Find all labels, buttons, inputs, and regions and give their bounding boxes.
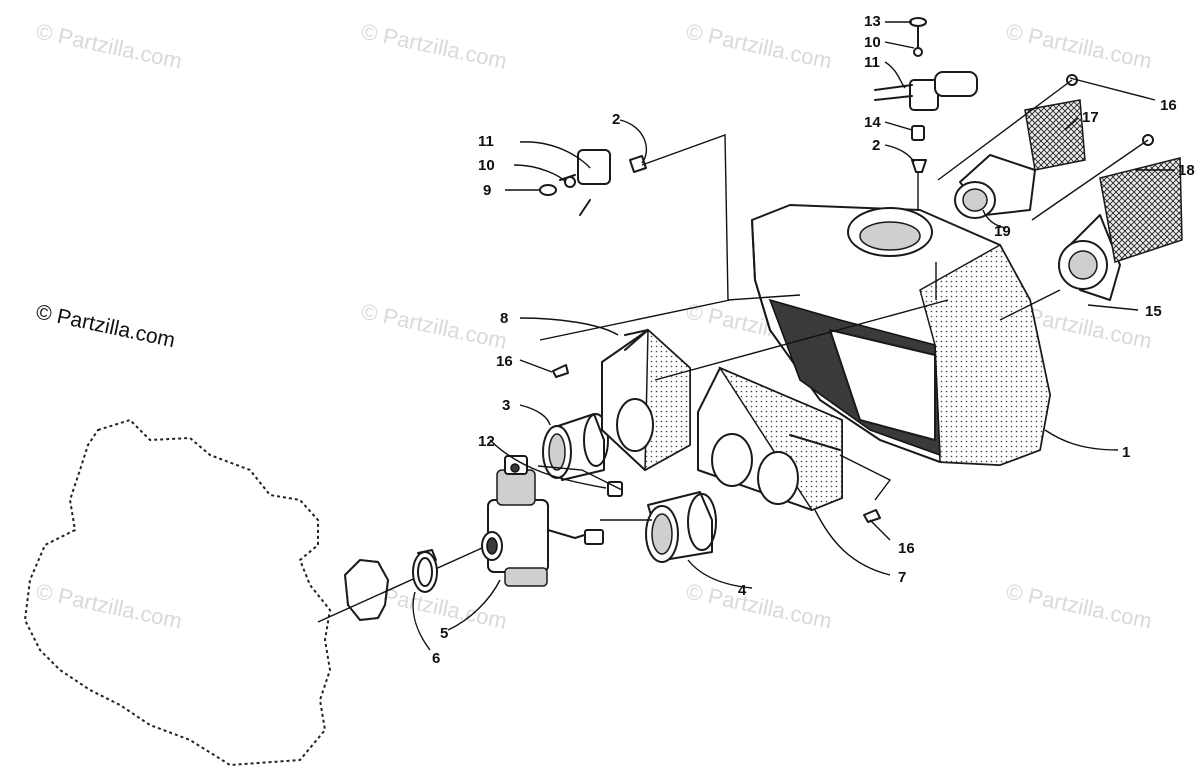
callout-7: 7 — [898, 569, 906, 586]
screw-part-16 — [552, 364, 569, 378]
callout-12: 12 — [478, 433, 495, 450]
intake-tube-part-19 — [954, 154, 1036, 219]
bracket-part-8 — [601, 328, 691, 472]
callout-16: 16 — [1160, 97, 1177, 114]
screw-part-16 — [863, 509, 881, 523]
callout-2: 2 — [872, 137, 880, 154]
callout-6: 6 — [432, 650, 440, 667]
callout-18: 18 — [1178, 162, 1195, 179]
callouts: 1 2 2 3 4 5 6 7 8 9 10 10 11 11 12 13 14… — [432, 13, 1195, 667]
watermark: © Partzilla.com — [1004, 18, 1154, 73]
choke-assembly — [874, 17, 978, 300]
intake-flange-outline — [343, 558, 390, 622]
callout-16: 16 — [496, 353, 513, 370]
watermark: © Partzilla.com — [34, 578, 184, 633]
air-silencer-part-1 — [751, 204, 1051, 466]
brand-watermark: © Partzilla.com — [34, 300, 177, 352]
watermark: © Partzilla.com — [684, 578, 834, 633]
callout-10: 10 — [864, 34, 881, 51]
callout-11: 11 — [864, 54, 880, 71]
watermark: © Partzilla.com — [359, 298, 509, 353]
callout-13: 13 — [864, 13, 881, 30]
watermark: © Partzilla.com — [359, 18, 509, 73]
callout-5: 5 — [440, 625, 448, 642]
watermark: © Partzilla.com — [1004, 578, 1154, 633]
screen-part-18 — [1099, 157, 1183, 263]
bracket-part-7 — [697, 366, 843, 511]
callout-4: 4 — [738, 582, 747, 599]
screen-part-17 — [1024, 99, 1086, 171]
callout-10: 10 — [478, 157, 495, 174]
carburetor-part-5 — [481, 455, 604, 587]
callout-14: 14 — [864, 114, 881, 131]
callout-2: 2 — [612, 111, 620, 128]
callout-9: 9 — [483, 182, 491, 199]
clamp-part-6 — [412, 549, 438, 593]
callout-8: 8 — [500, 310, 508, 327]
callout-1: 1 — [1122, 444, 1130, 461]
callout-19: 19 — [994, 223, 1011, 240]
callout-17: 17 — [1082, 109, 1099, 126]
fitting-assembly — [539, 149, 647, 216]
callout-16: 16 — [898, 540, 915, 557]
intake-tube-part-15 — [1058, 214, 1121, 301]
watermark: © Partzilla.com — [34, 18, 184, 73]
watermark: © Partzilla.com — [684, 18, 834, 73]
adapter-part-3 — [542, 413, 609, 481]
callout-15: 15 — [1145, 303, 1162, 320]
adapter-part-4 — [645, 491, 717, 563]
callout-11: 11 — [478, 133, 494, 150]
callout-3: 3 — [502, 397, 510, 414]
engine-outline — [23, 418, 332, 767]
axis-line — [317, 547, 483, 623]
leader-lines — [412, 21, 1175, 651]
